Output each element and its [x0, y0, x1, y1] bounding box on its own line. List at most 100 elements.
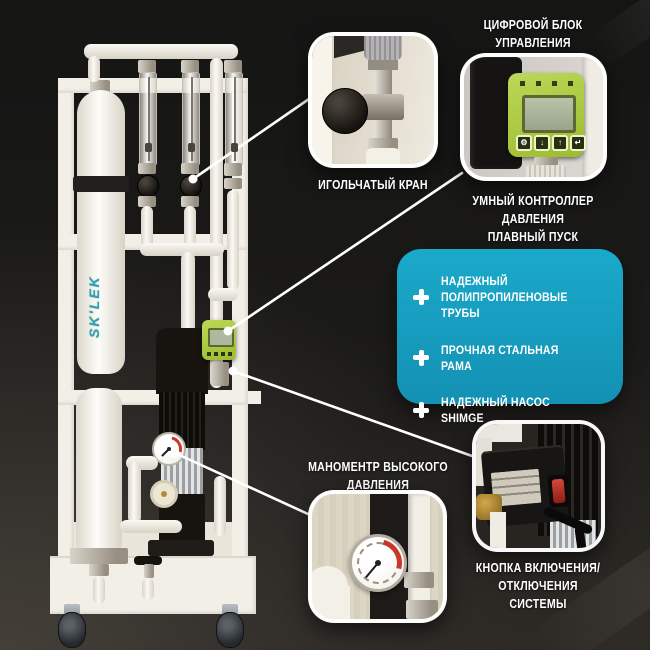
down-arrow-button-icon: ↓	[534, 135, 550, 151]
elbow-pipe	[208, 288, 238, 301]
frame-piece	[476, 424, 522, 442]
label-needle-valve: ИГОЛЬЧАТЫЙ КРАН	[297, 176, 450, 194]
flowmeter-union	[181, 196, 199, 207]
drain-pipe	[142, 578, 154, 600]
label-text: КНОПКА ВКЛЮЧЕНИЯ/	[475, 561, 601, 575]
flowmeter-valve-knob	[137, 175, 159, 197]
flowmeter-tube	[139, 72, 157, 166]
lower-pipe-horizontal	[120, 520, 182, 533]
controller-collar	[526, 165, 566, 177]
lower-pipe-right	[214, 476, 226, 536]
valve-union	[368, 138, 398, 150]
label-digital-control-block: ЦИФРОВОЙ БЛОК УПРАВЛЕНИЯ	[457, 16, 610, 52]
feature-item: НАДЕЖНЫЙ НАСОС SHIMGE	[413, 394, 613, 426]
flowmeter-down-pipe	[141, 206, 153, 248]
handwheel	[150, 480, 178, 508]
flowmeter-valve-knob	[180, 175, 202, 197]
label-text: ПЛАВНЫЙ ПУСК	[487, 230, 579, 245]
callout-photo-power-switch	[472, 420, 605, 552]
plus-icon	[413, 402, 429, 419]
valve-collar	[368, 60, 398, 70]
controller-lcd	[208, 328, 234, 347]
lower-pipe	[128, 462, 141, 524]
flowmeter-union	[224, 178, 242, 189]
flowmeter-tube	[225, 72, 243, 166]
pipe-coupler	[404, 572, 434, 588]
mid-manifold-pipe	[140, 243, 224, 256]
callout-photo-pressure-gauge	[308, 490, 447, 623]
label-text: ОТКЛЮЧЕНИЯ	[498, 579, 578, 594]
callout-photo-needle-valve	[308, 32, 438, 168]
valve-stem-lower	[374, 120, 392, 140]
gauge-hub	[375, 560, 381, 566]
membrane-drain-pipe	[93, 576, 105, 604]
top-manifold-pipe	[84, 44, 238, 59]
pump-motor	[156, 328, 208, 394]
smart-controller-face: ⚙ ↓ ↑ ↵	[508, 73, 586, 157]
flowmeter-tube	[182, 72, 200, 166]
controller-lcd	[522, 95, 576, 133]
controller-nut	[534, 157, 558, 167]
flowmeter-fitting	[224, 163, 242, 176]
gauge-dial	[345, 530, 411, 596]
callout-photo-smart-controller: ⚙ ↓ ↑ ↵	[460, 53, 607, 181]
flowmeter-top-fitting	[138, 60, 156, 73]
flowmeter-down-pipe	[227, 190, 239, 290]
drain-valve-body	[144, 564, 154, 578]
background-pipe	[582, 57, 603, 177]
flowmeter-down-pipe	[184, 206, 196, 248]
flowmeter-fitting	[181, 163, 199, 174]
pressure-controller	[202, 320, 236, 360]
membrane-strap	[73, 176, 129, 192]
power-rocker-switch	[551, 478, 566, 504]
controller-sensor-fitting	[211, 362, 229, 386]
white-pipe	[490, 512, 506, 548]
elbow-pipe	[312, 586, 350, 619]
plus-icon	[413, 349, 429, 366]
feature-item: ПРОЧНАЯ СТАЛЬНАЯ РАМА	[413, 342, 613, 374]
gear-button-icon: ⚙	[516, 135, 532, 151]
gauge-ticks	[357, 542, 399, 584]
membrane-housing-lower	[76, 388, 122, 560]
label-text: ЦИФРОВОЙ БЛОК	[483, 18, 583, 32]
frame-tab	[248, 391, 261, 404]
union-fitting	[406, 600, 438, 619]
label-text: ДАВЛЕНИЯ	[346, 478, 410, 493]
feature-label: НАДЕЖНЫЙ ПОЛИПРОПИЛЕНОВЫЕ ТРУБЫ	[441, 274, 568, 321]
label-power-switch: КНОПКА ВКЛЮЧЕНИЯ/ ОТКЛЮЧЕНИЯ СИСТЕМЫ	[462, 559, 615, 613]
valve-stem	[374, 70, 392, 96]
needle-valve-knob	[322, 88, 368, 134]
brand-logo: SK'LEK	[86, 275, 102, 338]
label-text: СИСТЕМЫ	[509, 597, 567, 612]
controller-buttons	[207, 352, 233, 356]
return-button-icon: ↵	[570, 135, 586, 151]
label-pressure-gauge: МАНОМЕНТР ВЫСОКОГО ДАВЛЕНИЯ	[302, 458, 455, 494]
label-text: УМНЫЙ КОНТРОЛЛЕР ДАВЛЕНИЯ	[472, 194, 594, 227]
features-panel: НАДЕЖНЫЙ ПОЛИПРОПИЛЕНОВЫЕ ТРУБЫ ПРОЧНАЯ …	[397, 249, 623, 425]
up-arrow-button-icon: ↑	[552, 135, 568, 151]
caster-wheel	[58, 612, 86, 648]
valve-pipe	[366, 148, 400, 164]
controller-leds	[520, 81, 574, 86]
plus-icon	[413, 289, 429, 306]
pump-base	[148, 540, 214, 556]
valve-body-hex	[362, 94, 404, 120]
flowmeter-top-fitting	[224, 60, 242, 73]
membrane-housing-upper	[77, 90, 125, 374]
flowmeter-fitting	[138, 163, 156, 174]
feature-label: ПРОЧНАЯ СТАЛЬНАЯ РАМА	[441, 342, 559, 373]
drain-valve-handle	[134, 556, 162, 565]
label-text: МАНОМЕНТР ВЫСОКОГО	[308, 460, 448, 474]
feature-item: НАДЕЖНЫЙ ПОЛИПРОПИЛЕНОВЫЕ ТРУБЫ	[413, 273, 613, 322]
flowmeter-top-fitting	[181, 60, 199, 73]
membrane-lower-fitting	[89, 564, 109, 576]
caster-wheel	[216, 612, 244, 648]
frame-left-post	[58, 78, 74, 610]
label-text: УПРАВЛЕНИЯ	[495, 36, 571, 51]
valve-plastic-cap	[364, 36, 402, 60]
label-text: ИГОЛЬЧАТЫЙ КРАН	[318, 178, 428, 192]
feature-label: НАДЕЖНЫЙ НАСОС SHIMGE	[441, 394, 550, 426]
label-smart-controller: УМНЫЙ КОНТРОЛЛЕР ДАВЛЕНИЯ ПЛАВНЫЙ ПУСК	[444, 192, 623, 246]
flowmeter-union	[138, 196, 156, 207]
